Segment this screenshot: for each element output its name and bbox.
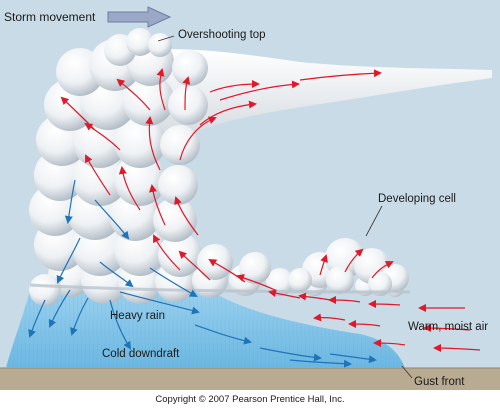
updraft-arrow bbox=[268, 289, 301, 299]
cold-downdraft-label: Cold downdraft bbox=[102, 348, 180, 360]
updraft-arrow bbox=[199, 100, 257, 126]
updraft-arrow bbox=[153, 234, 181, 271]
updraft-arrow bbox=[85, 154, 111, 196]
updraft-arrow bbox=[179, 116, 217, 161]
updraft-arrow bbox=[174, 196, 199, 236]
overshooting-top-cloud bbox=[104, 28, 172, 66]
developing-cell-cloud bbox=[288, 238, 409, 296]
downdraft-arrow bbox=[56, 237, 81, 284]
downdraft-arrow bbox=[194, 324, 252, 345]
updraft-arrow bbox=[299, 69, 382, 81]
cloud-puff bbox=[172, 50, 208, 86]
cloud-puff bbox=[288, 268, 312, 292]
heavy-rain-label: Heavy rain bbox=[110, 310, 165, 322]
downdraft-arrow bbox=[329, 353, 377, 364]
downdraft-arrow bbox=[64, 179, 76, 224]
downdraft-arrow bbox=[109, 299, 132, 350]
updraft-arrow bbox=[328, 296, 361, 305]
updraft-arrow bbox=[298, 292, 331, 301]
cloud-puff bbox=[29, 274, 61, 306]
updraft-arrow bbox=[178, 250, 211, 281]
updraft-arrow bbox=[116, 78, 151, 111]
updraft-arrow bbox=[118, 166, 141, 211]
updraft-arrow bbox=[182, 76, 191, 111]
cloud-puff bbox=[168, 85, 208, 125]
cloud-puff bbox=[153, 198, 197, 242]
downdraft-arrow bbox=[28, 299, 46, 338]
updraft-arrow bbox=[313, 313, 346, 322]
updraft-arrow bbox=[149, 184, 166, 226]
updraft-arrow bbox=[433, 344, 481, 353]
warm-moist-air-label: Warm, moist air bbox=[408, 321, 488, 333]
downdraft-arrow bbox=[48, 289, 71, 328]
updraft-arrow bbox=[423, 324, 471, 333]
updraft-arrow bbox=[84, 122, 121, 151]
downdraft-arrows bbox=[28, 179, 377, 368]
downdraft-arrow bbox=[99, 261, 134, 288]
updraft-arrow bbox=[319, 254, 328, 276]
updraft-arrow bbox=[209, 80, 260, 93]
cloud-puff bbox=[148, 33, 172, 57]
ground bbox=[0, 368, 500, 390]
storm-movement-arrow bbox=[107, 6, 172, 28]
cloud-puff bbox=[368, 272, 392, 296]
updraft-arrow bbox=[373, 339, 406, 348]
copyright-notice: Copyright © 2007 Pearson Prentice Hall, … bbox=[155, 394, 344, 405]
downdraft-arrow bbox=[119, 291, 200, 315]
cloud-puff bbox=[122, 74, 174, 126]
updraft-arrow bbox=[368, 300, 401, 309]
cloud-puff bbox=[326, 266, 354, 294]
cloud-puff bbox=[160, 125, 200, 165]
cloud-puff bbox=[114, 116, 166, 168]
gust-front-label: Gust front bbox=[414, 376, 465, 388]
developing-cell-leader bbox=[365, 205, 383, 237]
updraft-arrow bbox=[371, 261, 394, 279]
updraft-arrow bbox=[156, 68, 166, 111]
updraft-arrow bbox=[348, 320, 381, 329]
updraft-arrow bbox=[145, 116, 161, 171]
downdraft-arrow bbox=[94, 199, 130, 240]
gust-front-leader bbox=[401, 365, 413, 379]
downdraft-arrow bbox=[149, 267, 198, 297]
updraft-arrow bbox=[236, 274, 276, 291]
storm-movement-label: Storm movement bbox=[4, 10, 96, 24]
developing-cell-label: Developing cell bbox=[378, 193, 456, 205]
downdraft-arrow bbox=[289, 359, 352, 368]
updraft-arrow bbox=[344, 248, 364, 273]
downdraft-arrow bbox=[70, 297, 89, 336]
cloud-puff bbox=[197, 244, 233, 280]
cloud-puff bbox=[239, 252, 271, 284]
downdraft-arrow bbox=[259, 347, 322, 362]
updraft-arrows bbox=[60, 68, 481, 353]
overshooting-top-leader bbox=[157, 35, 175, 42]
cloud-puff bbox=[126, 28, 154, 56]
cloud-puff bbox=[158, 165, 198, 205]
rain-region bbox=[6, 283, 405, 368]
overshooting-top-label: Overshooting top bbox=[178, 29, 266, 41]
updraft-arrow bbox=[219, 80, 300, 101]
